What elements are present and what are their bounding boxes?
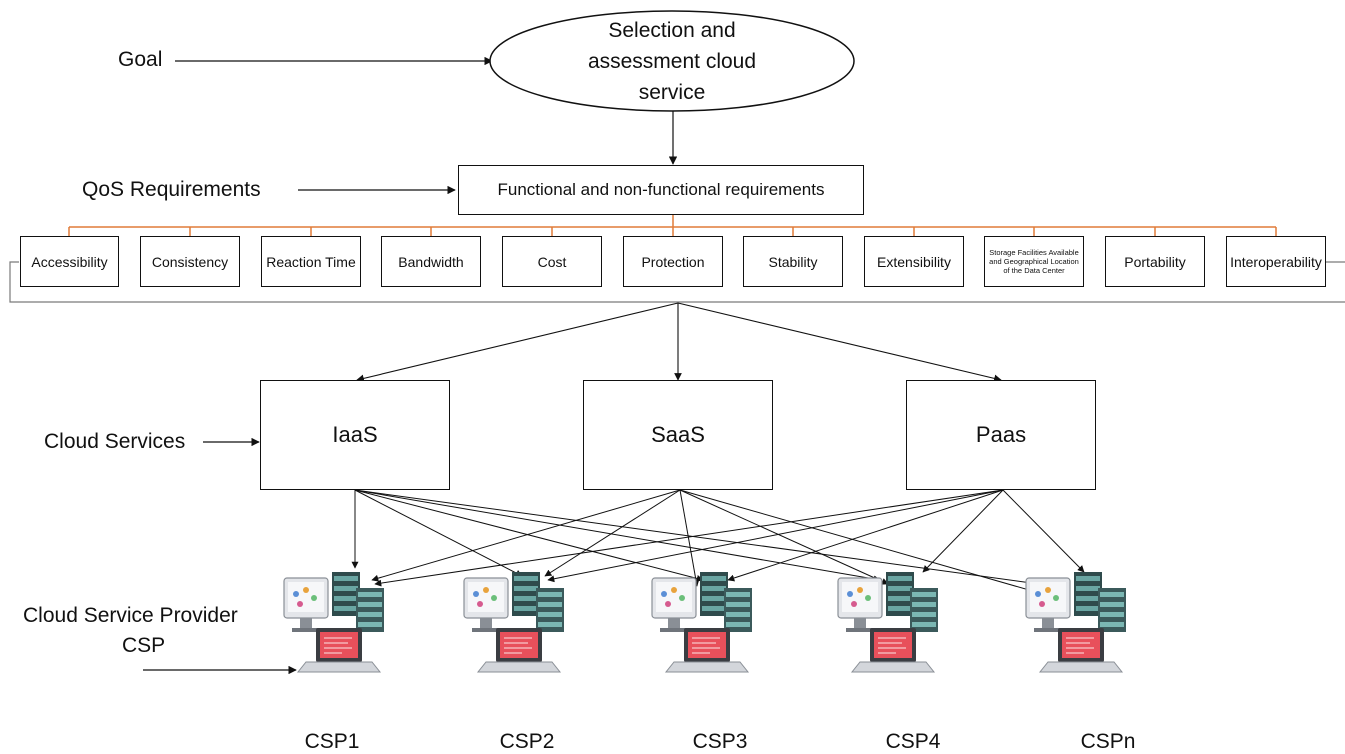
requirement-portability: Portability: [1105, 236, 1205, 287]
goal-label: Goal: [118, 48, 163, 71]
csp-label-line1: Cloud Service Provider: [23, 604, 238, 627]
goal-ellipse: [489, 10, 855, 112]
csp1-icon: [283, 571, 385, 673]
qos-label: QoS Requirements: [82, 178, 261, 201]
requirement-reaction-time: Reaction Time: [261, 236, 361, 287]
provider-label-csp2: CSP2: [499, 730, 555, 753]
requirement-interoperability: Interoperability: [1226, 236, 1326, 287]
goal-node-line2: assessment cloud: [587, 50, 757, 73]
goal-node-line3: service: [638, 81, 706, 104]
csp2-icon: [463, 571, 565, 673]
requirement-protection: Protection: [623, 236, 723, 287]
cspn-icon: [1025, 571, 1127, 673]
csp-label-line2: CSP: [122, 634, 166, 657]
goal-node-line1: Selection and: [608, 19, 736, 42]
service-saas: SaaS: [583, 380, 773, 490]
requirement-cost: Cost: [502, 236, 602, 287]
service-paas: Paas: [906, 380, 1096, 490]
functional-requirements-box: Functional and non-functional requiremen…: [458, 165, 864, 215]
goal-node: Selection and assessment cloud service: [540, 15, 804, 108]
requirement-accessibility: Accessibility: [20, 236, 119, 287]
csp4-icon: [837, 571, 939, 673]
provider-label-csp3: CSP3: [692, 730, 748, 753]
cloud-services-label: Cloud Services: [44, 430, 186, 453]
provider-label-cspn: CSPn: [1080, 730, 1136, 753]
requirement-extensibility: Extensibility: [864, 236, 964, 287]
service-iaas: IaaS: [260, 380, 450, 490]
csp3-icon: [651, 571, 753, 673]
requirement-bandwidth: Bandwidth: [381, 236, 481, 287]
provider-label-csp1: CSP1: [304, 730, 360, 753]
requirement-storage-facilities: Storage Facilities Available and Geograp…: [984, 236, 1084, 287]
requirement-consistency: Consistency: [140, 236, 240, 287]
provider-label-csp4: CSP4: [885, 730, 941, 753]
requirement-stability: Stability: [743, 236, 843, 287]
